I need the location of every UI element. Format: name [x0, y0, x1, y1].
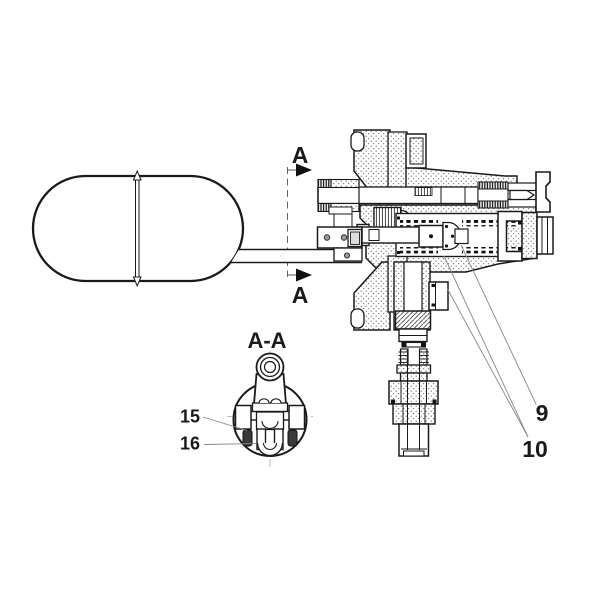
float-body [31, 174, 245, 283]
section-cut-line: A A [287, 142, 312, 308]
callout-16: 16 [180, 434, 200, 454]
fitting-thread-ribs [398, 351, 429, 363]
clevis-housing [255, 411, 285, 431]
leader-line-16 [203, 443, 257, 445]
cap-nut [536, 216, 554, 255]
adjuster-thread-bottom [477, 200, 509, 209]
adjuster-thread-top [477, 181, 509, 190]
leader-line-10b [446, 287, 529, 438]
valve-spring [400, 220, 438, 227]
leader-line-9 [460, 244, 537, 405]
lever-pin [350, 231, 360, 245]
arm-lever-bracket [316, 226, 363, 262]
section-arrow-bottom-icon [296, 268, 312, 282]
adjusting-screw-head [535, 171, 551, 213]
bore-thread [414, 187, 433, 197]
section-marker-bottom: A [292, 282, 309, 308]
detail-view-title: A-A [247, 328, 286, 353]
leader-line-15 [202, 416, 248, 431]
leader-line-10a [443, 255, 529, 438]
callout-10: 10 [522, 436, 548, 462]
callouts: 15 16 9 10 [180, 244, 549, 462]
float [31, 169, 245, 288]
adjuster-pin [509, 189, 536, 201]
float-arm [231, 226, 363, 264]
section-marker-top: A [292, 142, 309, 168]
outlet-fitting [388, 341, 439, 457]
flange-notch-bottom [350, 308, 365, 329]
pin-end-block [288, 404, 306, 430]
lever-bolt [323, 234, 331, 241]
upper-bore [317, 186, 479, 205]
fitting-hex-nut [388, 380, 439, 405]
lever-bolt [340, 234, 348, 241]
section-arrow-top-icon [296, 163, 312, 177]
outlet-nut [394, 310, 432, 330]
pin-end-block [234, 404, 252, 430]
retainer-clip-right [287, 429, 298, 447]
detail-view-aa: A-A [227, 328, 313, 467]
float-seam [132, 169, 142, 288]
inlet-stub-cap-top [317, 178, 332, 189]
valve-body [317, 129, 554, 343]
outlet-pipe-bore [403, 261, 423, 313]
callout-15: 15 [180, 407, 200, 427]
retainer-clip-left [242, 429, 253, 447]
callout-9: 9 [536, 400, 549, 426]
lever-bolt [343, 252, 350, 259]
valve-stem [356, 226, 421, 244]
flange-notch-top [350, 131, 365, 152]
valve-seat [454, 228, 469, 245]
side-boss [428, 281, 449, 311]
